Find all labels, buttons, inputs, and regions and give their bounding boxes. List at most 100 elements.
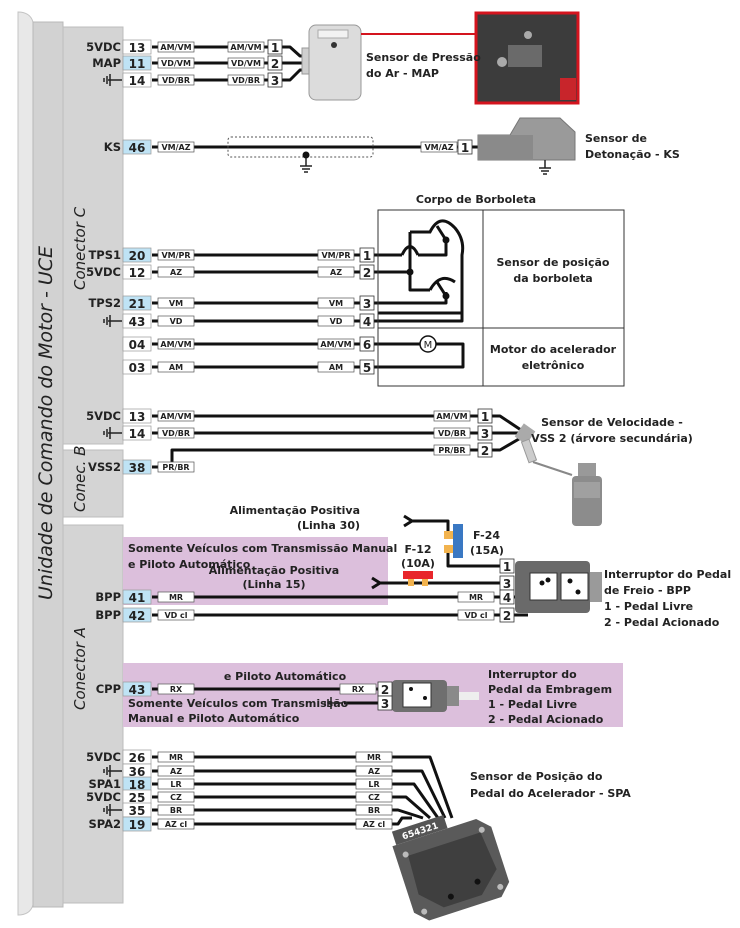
ecu-pin-box: [122, 459, 152, 475]
option-note: e Piloto Automático: [224, 670, 347, 683]
ecu-pin-number: 11: [129, 57, 146, 71]
ecu-signal-label: TPS2: [88, 296, 121, 310]
wire-color-code-tag: [317, 249, 355, 261]
ecu-pin-box: [122, 313, 152, 329]
ecu-pin-box: [122, 39, 152, 55]
ground-icon: [103, 315, 122, 327]
wire: [408, 232, 430, 292]
ecu-pin-number: 04: [129, 338, 146, 352]
device-pin-box: [477, 425, 493, 441]
wire-color-code-tag: [157, 609, 195, 621]
ecu-pin-number: 03: [129, 361, 146, 375]
spa-wire-2: [392, 769, 447, 819]
ecu-pin-number: 13: [129, 410, 146, 424]
device-pin-number: 2: [271, 57, 279, 71]
wire-color-code: VM: [169, 299, 183, 308]
ecu-pin-box: [122, 139, 152, 155]
wire-color-code-tag: [317, 266, 355, 278]
ecu-pin-number: 21: [129, 297, 146, 311]
wire-color-code: AM/VM: [160, 43, 191, 52]
wire-color-code: AZ cl: [363, 820, 386, 829]
wire-color-code: RX: [352, 685, 365, 694]
wire-color-code-tag: [355, 751, 393, 763]
ecu-pin-box: [122, 816, 152, 832]
option-note: Somente Veículos com Transmissão: [128, 697, 349, 710]
wire-color-code: LR: [170, 780, 181, 789]
device-pin-number: 1: [363, 249, 371, 263]
device-label: (Linha 15): [242, 578, 305, 591]
wire-color-code: BR: [368, 806, 380, 815]
vss-wire-1: [492, 414, 525, 434]
device-label: Motor do acelerador: [490, 343, 617, 356]
device-label: 2 - Pedal Acionado: [604, 616, 720, 629]
ecu-pin-number: 14: [129, 74, 146, 88]
wire: [418, 240, 448, 257]
ecu-pin-number: 26: [129, 751, 146, 765]
wire-color-code-tag: [433, 444, 471, 456]
wire-color-code: CZ: [170, 793, 182, 802]
ecu-pin-box: [122, 295, 152, 311]
wire-color-code: PR/BR: [438, 446, 465, 455]
wire-color-code-tag: [317, 297, 355, 309]
vss-wire-2: [492, 434, 525, 452]
device-pin-box: [359, 295, 375, 311]
device-pin-number: 1: [461, 141, 469, 155]
device-pin-number: 3: [481, 427, 489, 441]
wire-color-code: AM: [169, 363, 183, 372]
ecu-pin-number: 19: [129, 818, 146, 832]
shielded-cable-icon: [227, 136, 374, 158]
spa-wire-5: [392, 808, 424, 820]
fuse-f24-icon: [453, 524, 463, 558]
device-pin-box: [499, 558, 515, 574]
wire-color-code-tag: [157, 804, 195, 816]
device-label: 1 - Pedal Livre: [604, 600, 693, 613]
wire-color-code: VD cl: [464, 611, 487, 620]
wire-color-code-tag: [339, 683, 377, 695]
ground-icon: [539, 160, 551, 175]
device-pin-number: 4: [503, 591, 511, 605]
connector-a-block: [62, 524, 124, 904]
wire: [435, 225, 448, 241]
spa-wire-6: [392, 816, 412, 826]
device-pin-box: [267, 55, 283, 71]
connector-a-label: Conector A: [71, 627, 89, 710]
ecu-pin-number: 46: [129, 141, 146, 155]
wire-color-code: BR: [170, 806, 182, 815]
bpp-feed30-wire: [446, 553, 500, 568]
wire-color-code-tag: [157, 410, 195, 422]
device-pin-number: 2: [503, 609, 511, 623]
wire-color-code: MR: [367, 753, 381, 762]
device-pin-box: [457, 139, 473, 155]
wire-color-code: MR: [169, 753, 183, 762]
wire-color-code-tag: [317, 338, 355, 350]
wire-color-code-tag: [457, 609, 495, 621]
device-label: Alimentação Positiva: [230, 504, 360, 517]
device-label: (Linha 30): [297, 519, 360, 532]
wire-color-code: VM/PR: [321, 251, 350, 260]
option-note: e Piloto Automático: [128, 558, 251, 571]
wire-color-code-tag: [157, 427, 195, 439]
fuse-f12-icon: [403, 571, 433, 579]
wire-color-code-tag: [157, 591, 195, 603]
ground-icon: [103, 765, 122, 777]
wire-color-code-tag: [157, 315, 195, 327]
device-label: de Freio - BPP: [604, 584, 691, 597]
ecu-signal-label: 5VDC: [86, 409, 121, 423]
device-pin-number: 3: [363, 297, 371, 311]
device-label: Pedal da Embragem: [488, 683, 612, 696]
wire-color-code-tag: [157, 57, 195, 69]
throttle-body-title: Corpo de Borboleta: [416, 193, 536, 206]
ecu-pin-box: [122, 72, 152, 88]
wire-color-code: AZ cl: [165, 820, 188, 829]
connector-b-label: Conec. B: [71, 446, 89, 512]
ecu-pin-box: [122, 589, 152, 605]
device-pin-box: [377, 695, 393, 711]
wire-color-code: CZ: [368, 793, 380, 802]
ground-icon: [324, 697, 343, 709]
wire-color-code-tag: [317, 361, 355, 373]
ecu-pin-number: 25: [129, 791, 146, 805]
wire-color-code: RX: [170, 685, 183, 694]
device-pin-box: [477, 408, 493, 424]
wire-color-code-tag: [355, 765, 393, 777]
